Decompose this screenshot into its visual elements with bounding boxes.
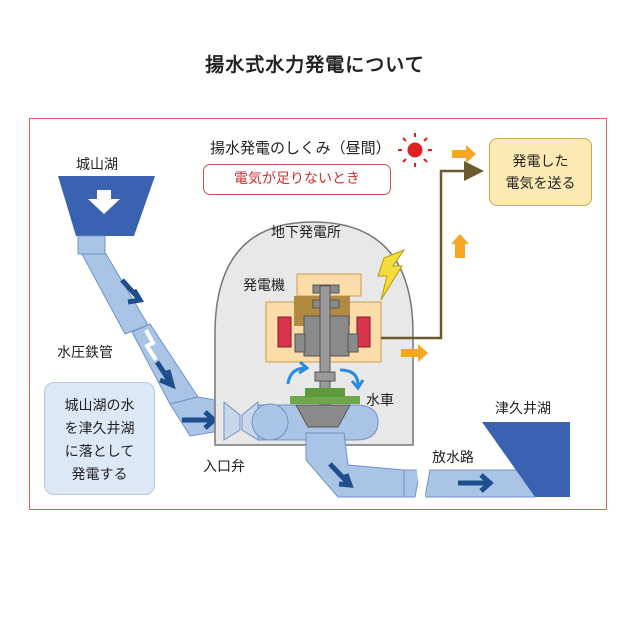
lower-lake-label: 津久井湖 bbox=[495, 401, 551, 417]
sun-icon bbox=[398, 133, 432, 167]
send-power-box: 発電した 電気を送る bbox=[489, 138, 592, 206]
upper-lake bbox=[58, 176, 155, 236]
lightning-icon bbox=[377, 248, 406, 301]
send-box-line1: 発電した bbox=[512, 154, 569, 170]
penstock-label: 水圧鉄管 bbox=[57, 345, 113, 361]
note-line2: を津久井湖 bbox=[64, 421, 135, 437]
power-arrow-up bbox=[451, 234, 469, 258]
down-arrow-icon bbox=[88, 190, 120, 214]
generator bbox=[265, 273, 382, 407]
power-arrow-right-top bbox=[452, 145, 476, 163]
generator-label: 発電機 bbox=[243, 278, 285, 294]
note-line4: 発電する bbox=[71, 467, 128, 483]
page-title: 揚水式水力発電について bbox=[205, 54, 425, 76]
turbine-label: 水車 bbox=[366, 393, 394, 409]
power-line bbox=[381, 161, 484, 340]
inlet-valve-label: 入口弁 bbox=[203, 459, 245, 475]
diagram-frame bbox=[29, 118, 607, 510]
note-line1: 城山湖の水 bbox=[64, 398, 135, 414]
tailrace-label: 放水路 bbox=[432, 450, 474, 466]
explanation-note: 城山湖の水 を津久井湖 に落として 発電する bbox=[44, 382, 155, 495]
lower-lake bbox=[482, 422, 570, 497]
send-box-line2: 電気を送る bbox=[505, 176, 576, 192]
mechanism-title: 揚水発電のしくみ（昼間） bbox=[210, 139, 391, 157]
shortage-label-box: 電気が足りないとき bbox=[203, 164, 391, 195]
upper-lake-label: 城山湖 bbox=[76, 157, 118, 173]
turbine bbox=[290, 371, 360, 428]
station-label: 地下発電所 bbox=[271, 225, 341, 241]
power-arrow-right-bottom bbox=[401, 344, 428, 362]
note-line3: に落として bbox=[64, 444, 135, 460]
casing-circle bbox=[251, 403, 289, 441]
rotation-arrows-icon bbox=[286, 360, 365, 391]
tailrace-pipe bbox=[305, 432, 536, 499]
